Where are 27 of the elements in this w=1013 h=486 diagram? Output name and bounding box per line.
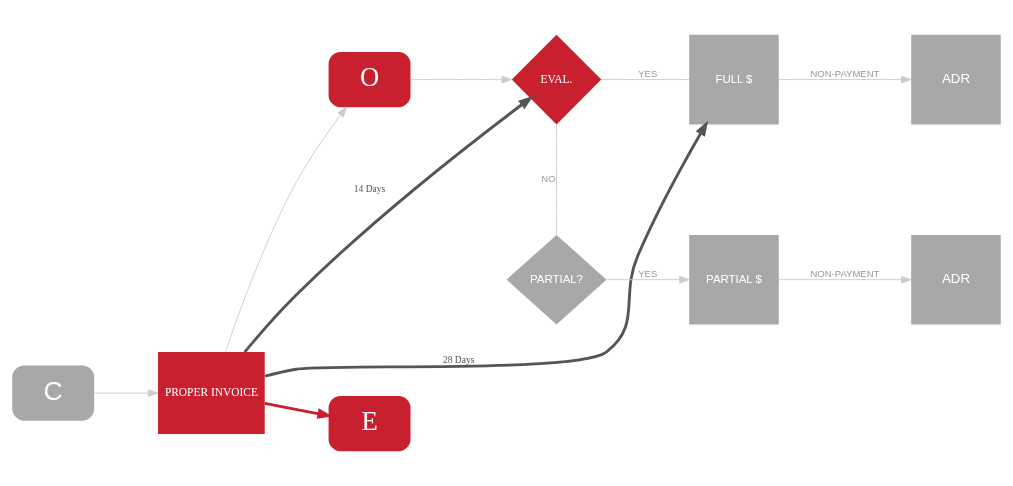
- node-diamond: PARTIAL?: [506, 234, 607, 325]
- node-box: PROPER INVOICE: [158, 352, 265, 435]
- edge-label: NO: [541, 173, 556, 185]
- edge-label: 14 Days: [353, 184, 386, 195]
- node-box: C: [12, 365, 95, 421]
- edge-label: NON-PAYMENT: [810, 267, 880, 279]
- edge-label: 28 Days: [442, 354, 475, 365]
- arrow: [225, 106, 347, 353]
- node-box: FULL $: [689, 34, 779, 125]
- node-box: ADR: [911, 234, 1001, 325]
- arrow: [410, 75, 513, 84]
- arrow: [778, 275, 912, 284]
- edge-label: YES: [638, 67, 658, 79]
- node-box: O: [328, 51, 411, 108]
- node-box: E: [328, 395, 411, 452]
- connector: [556, 124, 557, 236]
- arrow: [243, 95, 534, 353]
- arrow: [605, 275, 690, 284]
- arrow: [93, 389, 159, 397]
- edge-label: NON-PAYMENT: [810, 67, 880, 79]
- node-diamond: EVAL.: [511, 34, 602, 125]
- node-box: ADR: [911, 34, 1001, 125]
- edge-label: YES: [638, 267, 658, 279]
- node-box: PARTIAL $: [689, 234, 779, 325]
- arrow: [778, 75, 912, 84]
- arrow: [264, 120, 708, 378]
- connector: [600, 79, 690, 81]
